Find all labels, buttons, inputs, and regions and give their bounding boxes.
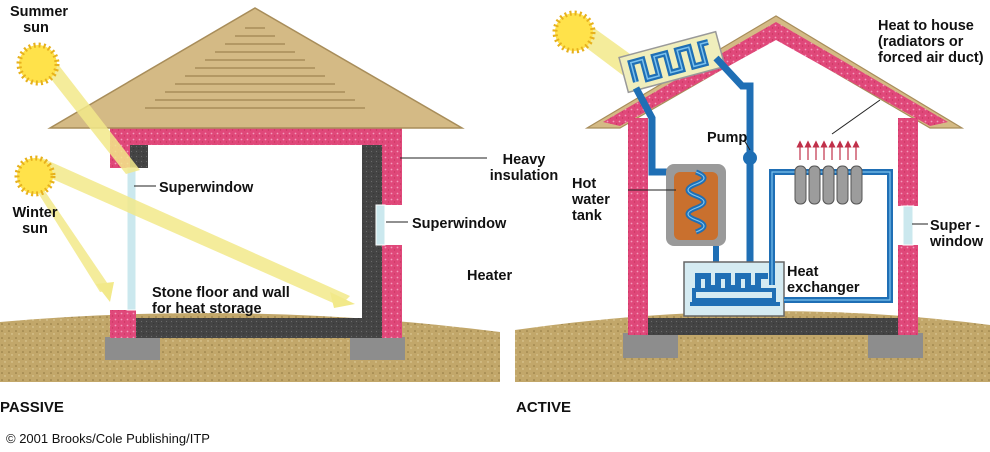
stone-floor — [110, 318, 402, 338]
collector-pipe-down — [632, 86, 672, 176]
summer-sunbeam — [36, 54, 140, 174]
winter-sunbeam-arrow-left — [96, 282, 114, 302]
copyright-notice: © 2001 Brooks/Cole Publishing/ITP — [6, 431, 210, 446]
heater-label: Heater — [467, 268, 513, 284]
winter-sunbeam-upper — [32, 158, 350, 306]
heating-loop-highlight — [771, 171, 891, 301]
active-foundation-left — [623, 333, 678, 358]
passive-foundation-right — [350, 337, 405, 360]
hot-water-tank — [666, 164, 726, 246]
heat-to-house-label: Heat to house (radiators or forced air d… — [878, 18, 984, 66]
super-window-glass — [902, 205, 914, 246]
heavy-insulation-label: Heavy insulation — [489, 152, 559, 184]
heat-to-house-leader — [831, 99, 881, 135]
passive-wall-right-lower — [382, 245, 402, 338]
passive-house — [0, 7, 500, 382]
active-sun-icon — [552, 10, 596, 54]
passive-foundation-left — [105, 337, 160, 360]
super-window-label: Super - window — [930, 218, 984, 250]
winter-sunbeam-arrow-floor — [330, 292, 355, 308]
winter-sun-icon — [14, 155, 56, 197]
passive-floor-insulation-left — [110, 310, 136, 338]
pump-label: Pump — [707, 130, 748, 146]
heat-rising-arrows — [796, 140, 860, 160]
passive-roof-vents — [145, 27, 365, 109]
winter-sunbeam-lower — [30, 180, 112, 292]
pump-icon — [743, 151, 757, 165]
hot-water-tank-label: Hot water tank — [572, 176, 610, 224]
stone-floor-label: Stone floor and wall for heat storage — [152, 285, 290, 317]
active-roof-insulation — [603, 22, 948, 126]
superwindow-left-label: Superwindow — [159, 180, 254, 196]
passive-section-title: PASSIVE — [0, 399, 64, 416]
stone-wall — [362, 140, 382, 338]
active-foundation-right — [868, 333, 923, 358]
superwindow-right-glass — [375, 204, 386, 246]
summer-sun-icon — [16, 42, 60, 86]
passive-wall-left-stone — [130, 145, 148, 168]
heat-exchanger — [683, 261, 785, 317]
passive-ceiling-insulation — [110, 125, 402, 145]
superwindow-right-label: Superwindow — [412, 216, 507, 232]
active-wall-left — [628, 118, 648, 335]
active-section-title: ACTIVE — [516, 399, 572, 416]
active-floor — [628, 318, 918, 335]
summer-sun-label: Summer sun — [10, 4, 69, 36]
solar-collector — [618, 30, 726, 94]
radiator-icon — [794, 165, 863, 205]
heat-exchanger-label: Heat exchanger — [787, 264, 860, 296]
active-house — [515, 10, 990, 382]
pump-leader — [743, 139, 751, 151]
superwindow-left-glass — [126, 167, 137, 311]
winter-sun-label: Winter sun — [12, 205, 58, 237]
active-wall-right-lower — [898, 245, 918, 335]
active-wall-right-upper — [898, 118, 918, 206]
